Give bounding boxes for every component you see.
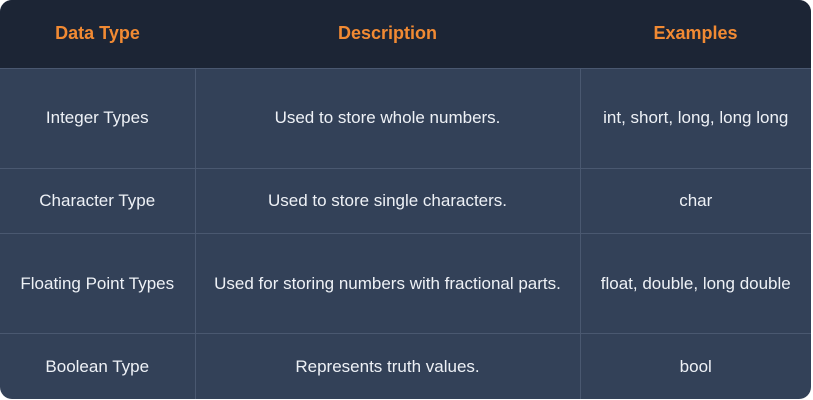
cell-description: Represents truth values. (194, 333, 580, 399)
cell-examples: char (579, 167, 811, 234)
header-row: Data Type Description Examples (0, 0, 811, 68)
table-row: Boolean Type Represents truth values. bo… (0, 333, 811, 399)
cell-data-type: Character Type (0, 167, 195, 234)
cell-data-type: Integer Types (0, 67, 195, 169)
table-row: Character Type Used to store single char… (0, 167, 811, 234)
table-row: Integer Types Used to store whole number… (0, 67, 811, 169)
cell-description: Used to store whole numbers. (194, 67, 580, 169)
cell-description: Used to store single characters. (194, 167, 580, 234)
cell-examples: bool (579, 333, 811, 399)
table-header: Data Type Description Examples (0, 0, 811, 68)
cell-description: Used for storing numbers with fractional… (194, 232, 580, 334)
cell-examples: int, short, long, long long (579, 67, 811, 169)
header-data-type: Data Type (55, 23, 140, 44)
header-description: Description (337, 23, 438, 44)
table-row: Floating Point Types Used for storing nu… (0, 232, 811, 334)
cell-data-type: Boolean Type (0, 333, 195, 399)
table-body: Integer Types Used to store whole number… (0, 67, 811, 399)
cell-examples: float, double, long double (579, 232, 811, 334)
cell-data-type: Floating Point Types (0, 232, 195, 334)
header-examples: Examples (653, 23, 738, 44)
